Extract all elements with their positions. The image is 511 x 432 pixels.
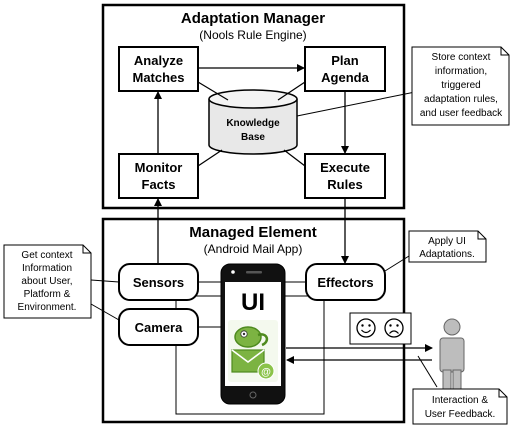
sensors-label: Sensors xyxy=(133,275,184,290)
effectors-box: Effectors xyxy=(305,263,386,301)
adaptation-manager-title: Adaptation Manager xyxy=(181,10,325,27)
effectors-label: Effectors xyxy=(317,275,373,290)
plan-label: Plan xyxy=(331,53,359,68)
feedback-emoji-box xyxy=(349,312,412,345)
context-note-line: Get context xyxy=(21,250,72,261)
facts-label: Facts xyxy=(142,177,176,192)
link-execute-kb xyxy=(283,149,306,167)
camera-box: Camera xyxy=(118,308,199,346)
person-icon xyxy=(439,318,465,403)
link-context-camera xyxy=(90,303,120,321)
context-info-note: Get context Information about User, Plat… xyxy=(3,244,92,319)
interaction-feedback-note: Interaction & User Feedback. xyxy=(412,388,508,425)
store-note-line: information, xyxy=(435,66,487,77)
analyze-matches-box: Analyze Matches xyxy=(118,46,199,92)
apply-note-line: Apply UI xyxy=(428,236,466,247)
store-note-line: and user feedback xyxy=(420,108,503,119)
link-kb-note xyxy=(296,90,421,117)
store-note-line: adaptation rules, xyxy=(424,94,498,105)
plan-agenda-box: Plan Agenda xyxy=(304,46,386,92)
link-plan-kb xyxy=(277,81,306,101)
agenda-label: Agenda xyxy=(321,70,369,85)
link-analyze-kb xyxy=(197,81,229,101)
smiling-face-icon xyxy=(356,318,376,338)
knowledge-label: Knowledge xyxy=(226,118,280,129)
svg-text:@: @ xyxy=(261,367,271,378)
apply-note-line: Adaptations. xyxy=(419,249,475,260)
ui-label: UI xyxy=(241,289,265,316)
monitor-label: Monitor xyxy=(135,160,183,175)
smartphone: UI @ xyxy=(220,263,286,405)
sensors-box: Sensors xyxy=(118,263,199,301)
link-apply-effectors xyxy=(384,255,410,272)
analyze-label: Analyze xyxy=(134,53,183,68)
link-interaction-note xyxy=(417,355,438,388)
camera-label: Camera xyxy=(135,320,183,335)
adaptation-manager-subtitle: (Nools Rule Engine) xyxy=(199,28,306,42)
frowning-face-icon xyxy=(384,318,404,338)
context-note-line: Environment. xyxy=(18,302,77,313)
store-note-line: triggered xyxy=(441,80,480,91)
context-note-line: Information xyxy=(22,263,72,274)
managed-element-title: Managed Element xyxy=(189,224,317,241)
link-context-sensors xyxy=(90,279,120,283)
monitor-facts-box: Monitor Facts xyxy=(118,153,199,199)
store-note-line: Store context xyxy=(432,52,491,63)
chameleon-mail-logo: @ xyxy=(228,320,278,382)
interaction-note-line: Interaction & xyxy=(432,395,488,406)
base-label: Base xyxy=(241,132,265,143)
rules-label: Rules xyxy=(327,177,362,192)
knowledge-base-cylinder: Knowledge Base xyxy=(208,89,298,155)
managed-element-subtitle: (Android Mail App) xyxy=(204,242,303,256)
matches-label: Matches xyxy=(132,70,184,85)
context-note-line: about User, xyxy=(21,276,72,287)
link-monitor-kb xyxy=(197,149,223,167)
context-note-line: Platform & xyxy=(24,289,71,300)
apply-ui-note: Apply UI Adaptations. xyxy=(408,230,487,263)
execute-label: Execute xyxy=(320,160,370,175)
execute-rules-box: Execute Rules xyxy=(304,153,386,199)
interaction-note-line: User Feedback. xyxy=(425,409,496,420)
store-context-note: Store context information, triggered ada… xyxy=(411,46,510,126)
